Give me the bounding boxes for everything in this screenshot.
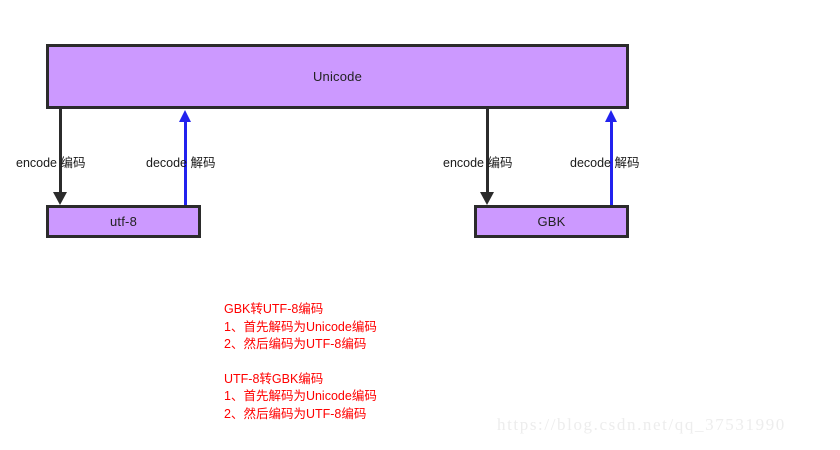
note-group-gbk-to-utf8: GBK转UTF-8编码 1、首先解码为Unicode编码 2、然后编码为UTF-… [224,301,377,354]
node-unicode[interactable]: Unicode [46,44,629,109]
note-step: 1、首先解码为Unicode编码 [224,389,377,403]
edge-gbk-encode-arrowhead [480,192,494,205]
node-gbk[interactable]: GBK [474,205,629,238]
note-group-utf8-to-gbk: UTF-8转GBK编码 1、首先解码为Unicode编码 2、然后编码为UTF-… [224,371,377,424]
edge-gbk-decode-arrowhead [605,110,617,122]
note-step: 2、然后编码为UTF-8编码 [224,337,367,351]
edge-gbk-decode-stem [610,121,613,207]
edge-utf8-decode-arrowhead [179,110,191,122]
note-step: 1、首先解码为Unicode编码 [224,319,377,334]
edge-gbk-decode-label: decode 解码 [570,156,640,170]
note-step: 2、然后编码为UTF-8编码 [224,406,367,421]
note-spacer [224,354,377,371]
edge-utf8-encode-stem [59,108,62,194]
edge-utf8-decode-stem [184,121,187,207]
note-heading: GBK转UTF-8编码 [224,302,324,316]
edge-gbk-encode-stem [486,108,489,194]
watermark: https://blog.csdn.net/qq_37531990 [497,415,786,434]
node-utf8[interactable]: utf-8 [46,205,201,238]
note-heading: UTF-8转GBK编码 [224,371,324,386]
edge-utf8-decode-label: decode 解码 [146,156,216,170]
annotation-notes: GBK转UTF-8编码 1、首先解码为Unicode编码 2、然后编码为UTF-… [224,301,377,423]
edge-utf8-encode-arrowhead [53,192,67,205]
edge-gbk-encode-label: encode 编码 [443,156,513,170]
node-unicode-label: Unicode [312,69,363,84]
node-gbk-label: GBK [537,214,566,229]
edge-utf8-encode-label: encode 编码 [16,156,86,170]
node-utf8-label: utf-8 [109,214,137,229]
